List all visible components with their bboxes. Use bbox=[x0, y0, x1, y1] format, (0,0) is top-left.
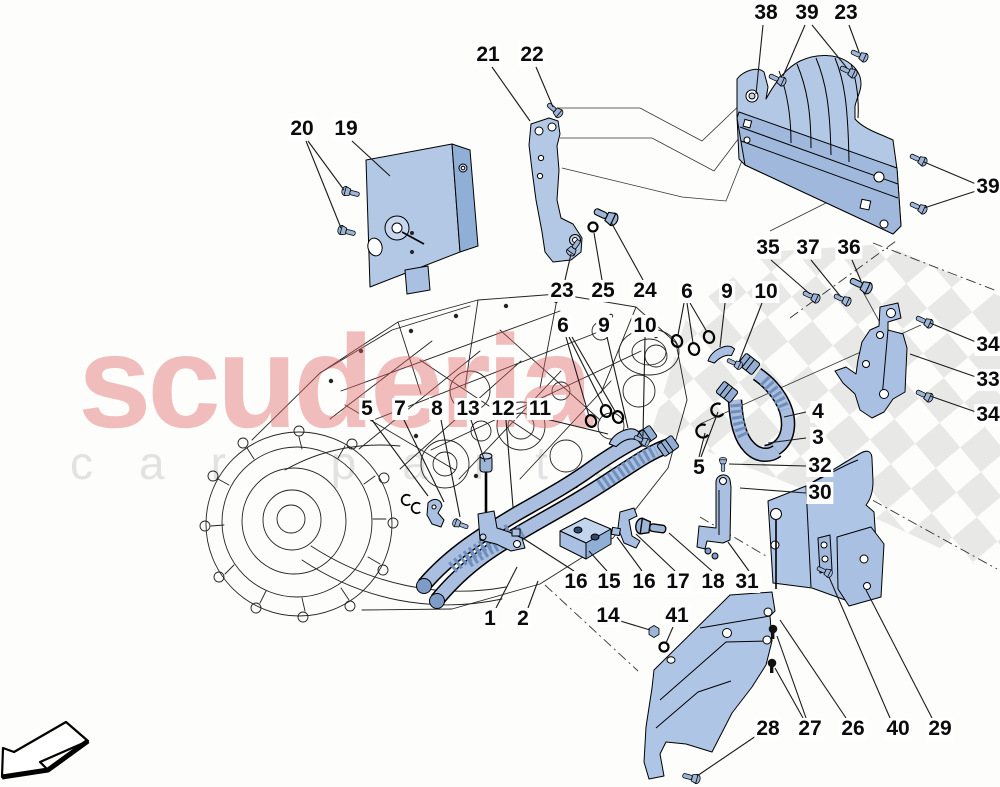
part-pipe-clamp-block bbox=[559, 517, 612, 560]
checkered-flag-watermark bbox=[652, 244, 1000, 576]
part-support-bracket-21 bbox=[528, 117, 583, 263]
watermark-title: scuderia bbox=[78, 308, 595, 455]
part-square-nut bbox=[511, 528, 521, 537]
direction-arrow-icon bbox=[0, 720, 90, 780]
part-mounting-plate bbox=[365, 143, 479, 295]
part-square-nut bbox=[610, 526, 621, 537]
part-oil-pipes-long bbox=[416, 428, 671, 609]
part-bracket-33 bbox=[834, 302, 908, 419]
leader-lines bbox=[305, 24, 977, 777]
part-heat-shield-lower bbox=[643, 591, 776, 780]
part-support-bracket-30 bbox=[696, 474, 732, 560]
part-clamp-bracket bbox=[617, 507, 641, 549]
part-oil-pipes-elbow bbox=[727, 368, 796, 462]
gearbox-line-art bbox=[199, 293, 688, 623]
part-heat-shield-top bbox=[736, 55, 902, 235]
phantom-lines bbox=[544, 98, 998, 672]
